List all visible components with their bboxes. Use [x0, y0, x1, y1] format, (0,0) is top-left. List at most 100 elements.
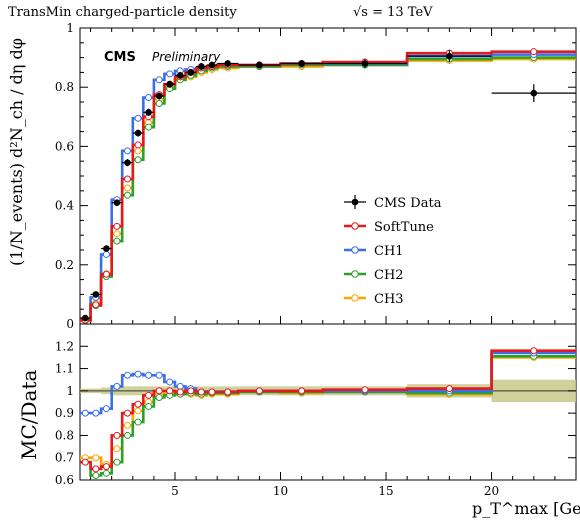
- data-point: [81, 314, 89, 322]
- data-point: [208, 61, 216, 69]
- legend-entry: SoftTune: [344, 220, 434, 235]
- legend-label: SoftTune: [374, 220, 434, 235]
- series-point: [123, 147, 131, 155]
- ratio-series-point: [123, 431, 131, 439]
- ratio-series-point: [166, 378, 174, 386]
- figure-header: TransMin charged-particle density: [8, 5, 237, 20]
- main-x-ticks: [90, 28, 577, 324]
- data-point: [224, 60, 232, 67]
- ratio-series-point: [102, 469, 110, 477]
- data-point: [361, 60, 369, 67]
- main-y-ticks: 00.20.40.60.81: [55, 21, 576, 331]
- series-point: [113, 230, 121, 238]
- ratio-series-point: [123, 409, 131, 417]
- ratio-series-point: [113, 445, 121, 453]
- status-label: Preliminary: [152, 50, 221, 64]
- series-point: [155, 99, 163, 107]
- main-ylabel: (1/N_events) d²N_ch / dη dφ: [7, 38, 26, 266]
- ratio-series-point: [145, 391, 153, 399]
- ratio-series-point: [134, 400, 142, 408]
- main-y-tick-label: 0.8: [55, 80, 74, 94]
- ratio-y-tick-label: 0.9: [55, 406, 74, 420]
- series-point: [113, 222, 121, 230]
- main-y-tick-label: 0.4: [55, 199, 74, 213]
- ratio-series-point: [208, 388, 216, 396]
- ratio-series-point: [102, 405, 110, 413]
- data-point: [176, 72, 184, 79]
- ratio-series-point: [187, 387, 195, 395]
- series-point: [145, 94, 153, 102]
- data-point: [530, 89, 538, 97]
- ratio-series-point: [155, 387, 163, 395]
- series-cms-data: [80, 50, 576, 322]
- data-point: [124, 159, 131, 166]
- ratio-series-point: [113, 431, 121, 439]
- ratio-series-point: [81, 409, 89, 417]
- legend-label: CMS Data: [374, 196, 442, 211]
- ratio-series-point: [123, 371, 131, 379]
- legend-label: CH2: [374, 268, 404, 283]
- main-series-group: [80, 48, 576, 324]
- ratio-series-softtune: [80, 347, 576, 473]
- ratio-x-tick-label: 10: [273, 484, 288, 498]
- ratio-series-point: [197, 388, 205, 396]
- ratio-series-point: [123, 421, 131, 429]
- main-y-tick-label: 0: [66, 317, 74, 331]
- legend-label: CH1: [374, 244, 404, 259]
- data-point: [187, 69, 195, 76]
- data-point: [166, 80, 174, 88]
- ratio-series-point: [134, 418, 142, 426]
- ratio-series-point: [145, 371, 153, 379]
- ratio-series-point: [92, 472, 100, 480]
- series-point: [134, 141, 142, 149]
- ratio-series-point: [361, 386, 369, 394]
- ratio-series-point: [113, 382, 121, 390]
- legend-swatch-marker: [351, 270, 359, 278]
- ratio-series-point: [81, 458, 89, 466]
- ratio-series-point: [145, 402, 153, 410]
- ratio-x-tick-label: 20: [484, 484, 499, 498]
- legend-swatch-marker: [351, 246, 359, 254]
- ratio-series-line: [80, 356, 576, 466]
- ratio-y-tick-label: 0.6: [55, 473, 74, 487]
- series-point: [134, 156, 142, 164]
- series-ch1: [80, 51, 576, 323]
- series-point: [123, 191, 131, 199]
- ratio-series-point: [92, 454, 100, 462]
- legend-swatch-marker: [351, 294, 359, 302]
- ratio-series-point: [155, 394, 163, 402]
- data-point: [113, 199, 121, 206]
- data-point: [256, 61, 263, 69]
- ratio-x-tick-label: 5: [171, 484, 179, 498]
- ratio-series-point: [530, 347, 538, 355]
- ratio-series-line: [80, 349, 576, 471]
- legend-entry: CMS Data: [344, 195, 442, 211]
- data-point: [155, 92, 163, 100]
- x-axis-title: p_T^max [GeV]: [472, 499, 580, 518]
- ratio-y-tick-label: 0.7: [55, 451, 74, 465]
- data-point: [92, 291, 100, 298]
- ratio-series-point: [155, 371, 163, 379]
- legend-label: CH3: [374, 292, 404, 307]
- data-point: [145, 109, 152, 116]
- series-point: [134, 114, 142, 122]
- ratio-series-point: [224, 388, 232, 396]
- ratio-series-point: [113, 458, 121, 466]
- ratio-series-point: [445, 385, 453, 393]
- series-point: [134, 147, 142, 155]
- ratio-series-point: [92, 409, 100, 417]
- series-point: [102, 250, 110, 258]
- ratio-series-point: [255, 387, 263, 395]
- legend-entry: CH1: [344, 244, 404, 259]
- ratio-y-tick-label: 1: [66, 384, 74, 398]
- ratio-series-point: [92, 465, 100, 473]
- series-point: [145, 123, 153, 131]
- data-point: [134, 129, 142, 137]
- data-point: [446, 52, 453, 60]
- main-y-tick-label: 1: [66, 21, 74, 35]
- figure-header-energy: √s = 13 TeV: [353, 5, 433, 20]
- ratio-y-tick-label: 0.8: [55, 428, 74, 442]
